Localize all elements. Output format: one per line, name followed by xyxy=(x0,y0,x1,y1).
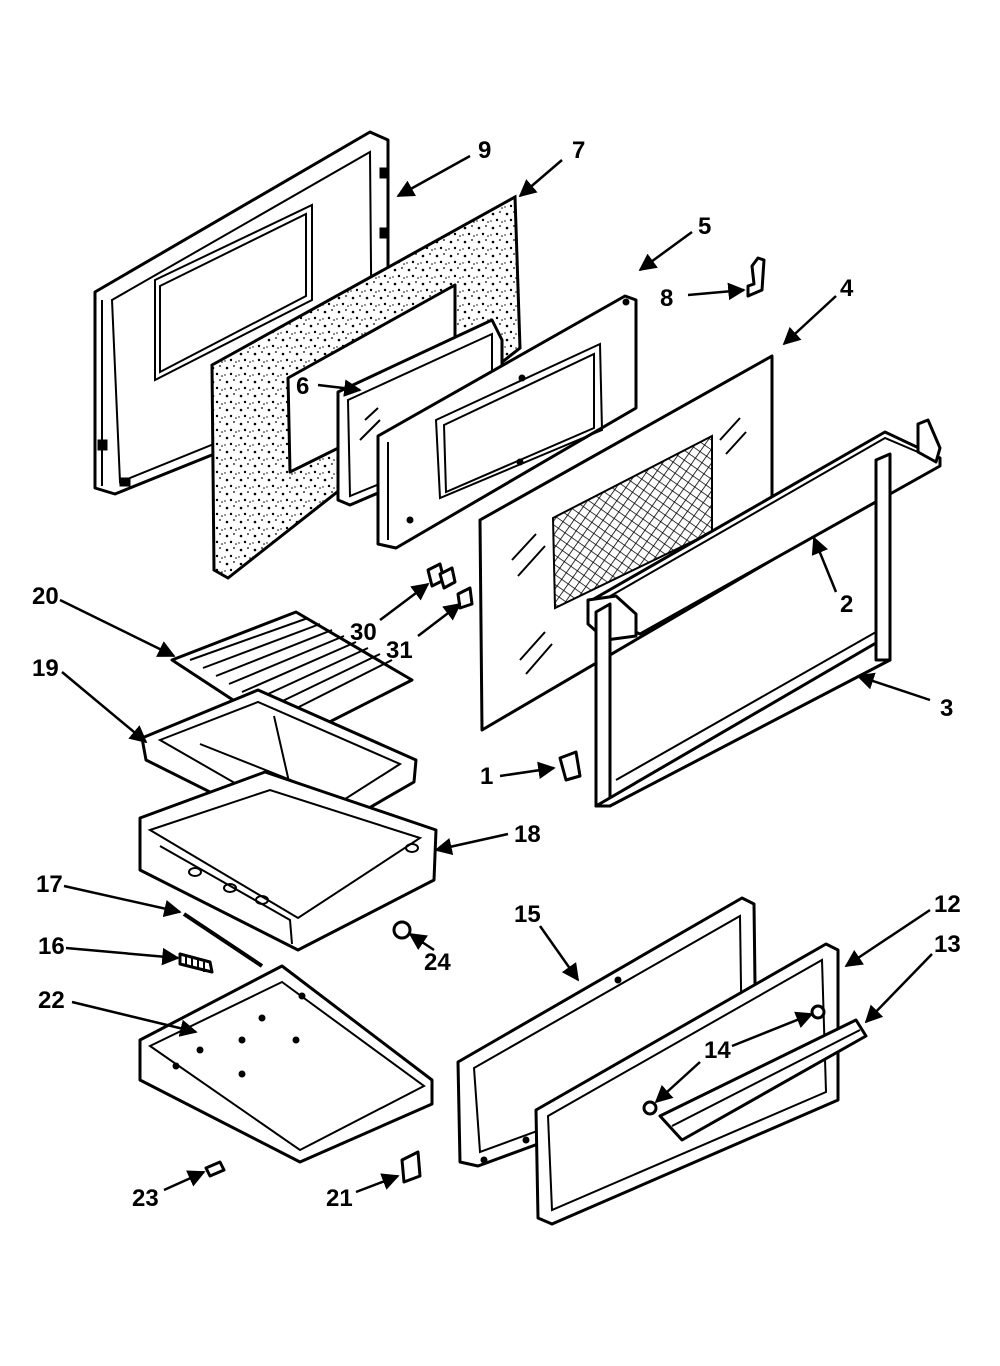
callout-4: 4 xyxy=(840,275,854,302)
callout-5: 5 xyxy=(698,213,711,240)
part-1-door-clip xyxy=(558,750,582,782)
callout-23: 23 xyxy=(132,1185,159,1212)
part-24-drawer-stop xyxy=(392,920,412,940)
callout-2: 2 xyxy=(840,591,853,618)
part-21-clip xyxy=(400,1150,422,1184)
part-30-door-spacer xyxy=(426,562,457,590)
part-12-drawer-front-panel xyxy=(534,942,840,1226)
part-8-hinge-bracket xyxy=(746,256,766,298)
callout-18: 18 xyxy=(514,821,541,848)
callout-7: 7 xyxy=(572,137,585,164)
part-5-door-liner-panel xyxy=(376,294,638,550)
callout-3: 3 xyxy=(940,695,953,722)
callout-14: 14 xyxy=(704,1037,731,1064)
callout-6: 6 xyxy=(296,373,309,400)
part-23-screw xyxy=(204,1160,226,1178)
part-3-door-trim-frame xyxy=(594,452,892,808)
part-14-drawer-screws xyxy=(642,1004,826,1116)
callout-31: 31 xyxy=(386,637,413,664)
callout-19: 19 xyxy=(32,655,59,682)
callout-8: 8 xyxy=(660,285,673,312)
part-4-outer-door-glass xyxy=(478,354,774,732)
callout-17: 17 xyxy=(36,871,63,898)
callout-22: 22 xyxy=(38,987,65,1014)
part-17-drawer-rod xyxy=(182,912,264,968)
part-22-drawer-slide-plate xyxy=(138,964,434,1164)
callout-15: 15 xyxy=(514,901,541,928)
callout-30: 30 xyxy=(350,619,377,646)
part-13-drawer-trim xyxy=(658,1018,868,1142)
callout-20: 20 xyxy=(32,583,59,610)
callout-24: 24 xyxy=(424,949,451,976)
callout-9: 9 xyxy=(478,137,491,164)
callout-13: 13 xyxy=(934,931,961,958)
callout-21: 21 xyxy=(326,1185,353,1212)
callout-1: 1 xyxy=(480,763,493,790)
part-18-broiler-drawer xyxy=(138,770,438,952)
callout-16: 16 xyxy=(38,933,65,960)
leader-lines xyxy=(59,154,933,1194)
part-16-drawer-spring xyxy=(178,952,214,974)
callout-labels: 9 7 5 8 4 6 2 3 1 30 31 20 19 18 17 16 2… xyxy=(32,137,961,1212)
callout-12: 12 xyxy=(934,891,961,918)
